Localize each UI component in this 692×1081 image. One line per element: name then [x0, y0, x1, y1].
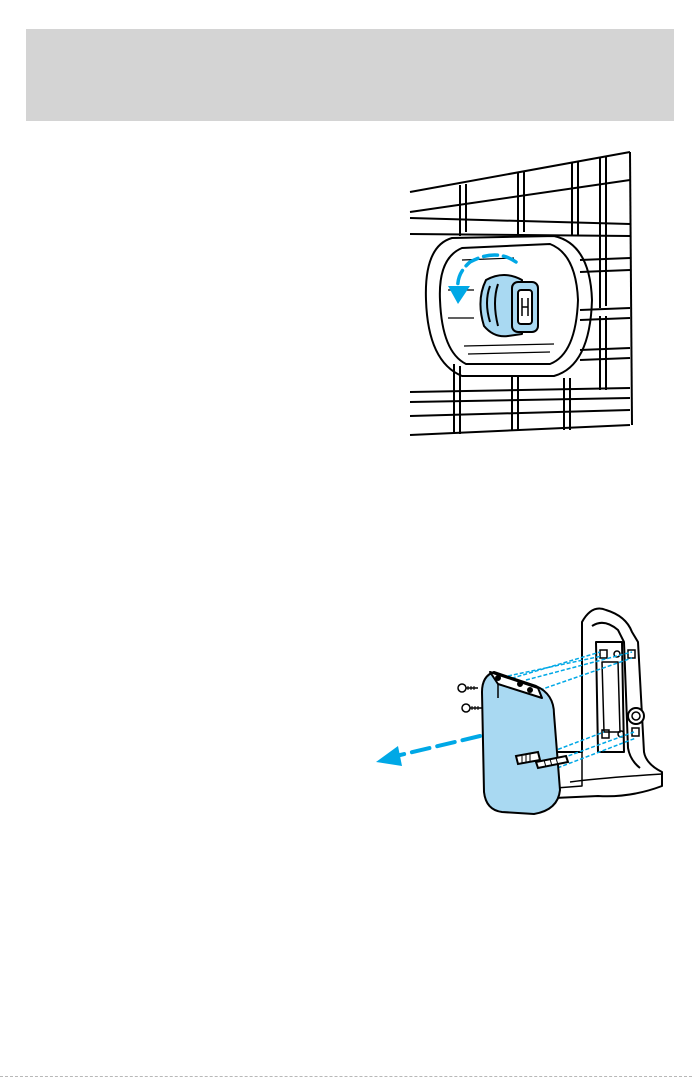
headlamp-socket-illustration — [404, 140, 636, 446]
pull-out-arrow-icon — [376, 736, 480, 766]
page-header-band — [26, 29, 674, 121]
page-bottom-rule — [0, 1076, 692, 1077]
taillamp-removal-illustration — [370, 602, 666, 816]
screw-icon — [458, 684, 482, 712]
